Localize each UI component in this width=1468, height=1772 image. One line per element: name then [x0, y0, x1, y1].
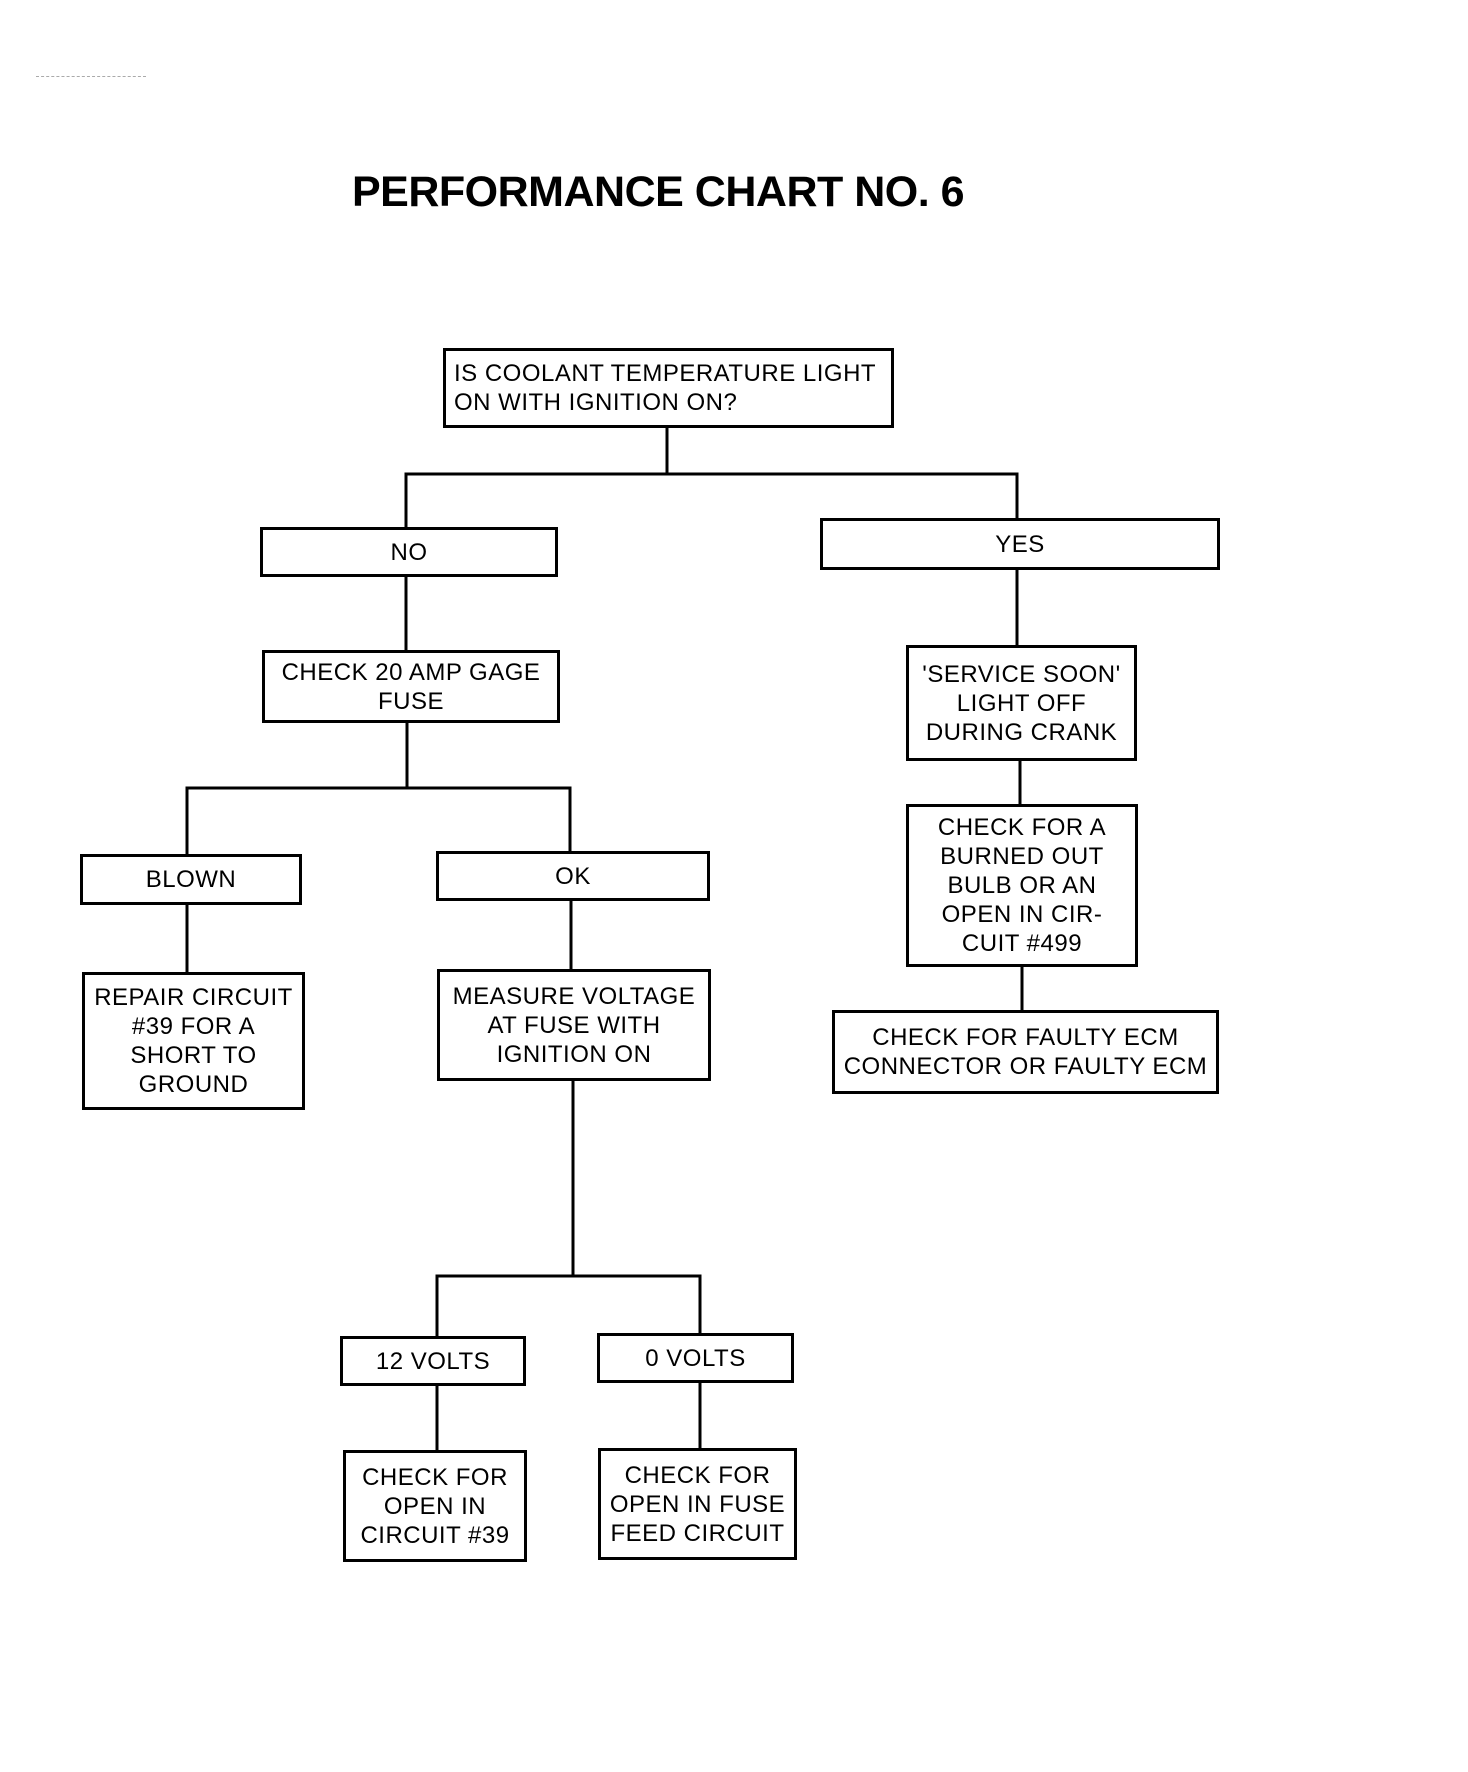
- open-fuse-feed-text: CHECK FOR OPEN IN FUSE FEED CIRCUIT: [609, 1461, 786, 1547]
- burned-bulb-text: CHECK FOR A BURNED OUT BULB OR AN OPEN I…: [937, 814, 1107, 957]
- open-fuse-feed-box: CHECK FOR OPEN IN FUSE FEED CIRCUIT: [598, 1448, 797, 1560]
- no-text: NO: [390, 538, 428, 566]
- zero-volts-box: 0 VOLTS: [597, 1333, 794, 1383]
- service-soon-text: 'SERVICE SOON' LIGHT OFF DURING CRANK: [922, 660, 1121, 746]
- open-circuit-39-box: CHECK FOR OPEN IN CIRCUIT #39: [343, 1450, 527, 1562]
- twelve-volts-text: 12 VOLTS: [375, 1347, 491, 1375]
- measure-voltage-text: MEASURE VOLTAGE AT FUSE WITH IGNITION ON: [452, 982, 696, 1068]
- scan-artifact: [36, 76, 146, 77]
- blown-box: BLOWN: [80, 854, 302, 905]
- repair-circuit-text: REPAIR CIRCUIT #39 FOR A SHORT TO GROUND: [94, 984, 293, 1098]
- faulty-ecm-box: CHECK FOR FAULTY ECM CONNECTOR OR FAULTY…: [832, 1010, 1219, 1094]
- open-circuit-39-text: CHECK FOR OPEN IN CIRCUIT #39: [360, 1463, 510, 1549]
- check-fuse-box: CHECK 20 AMP GAGE FUSE: [262, 650, 560, 723]
- chart-title: PERFORMANCE CHART NO. 6: [352, 168, 965, 216]
- faulty-ecm-text: CHECK FOR FAULTY ECM CONNECTOR OR FAULTY…: [843, 1024, 1208, 1080]
- coolant-light-question-text: IS COOLANT TEMPERATURE LIGHT ON WITH IGN…: [454, 360, 877, 416]
- twelve-volts-box: 12 VOLTS: [340, 1336, 526, 1386]
- repair-circuit-box: REPAIR CIRCUIT #39 FOR A SHORT TO GROUND: [82, 972, 305, 1110]
- no-box: NO: [260, 527, 558, 577]
- blown-text: BLOWN: [145, 866, 237, 893]
- service-soon-box: 'SERVICE SOON' LIGHT OFF DURING CRANK: [906, 645, 1137, 761]
- check-fuse-text: CHECK 20 AMP GAGE FUSE: [281, 658, 541, 715]
- ok-text: OK: [555, 862, 591, 890]
- burned-bulb-box: CHECK FOR A BURNED OUT BULB OR AN OPEN I…: [906, 804, 1138, 967]
- measure-voltage-box: MEASURE VOLTAGE AT FUSE WITH IGNITION ON: [437, 969, 711, 1081]
- ok-box: OK: [436, 851, 710, 901]
- coolant-light-question-box: IS COOLANT TEMPERATURE LIGHT ON WITH IGN…: [443, 348, 894, 428]
- yes-box: YES: [820, 518, 1220, 570]
- zero-volts-text: 0 VOLTS: [645, 1344, 746, 1372]
- yes-text: YES: [995, 530, 1045, 558]
